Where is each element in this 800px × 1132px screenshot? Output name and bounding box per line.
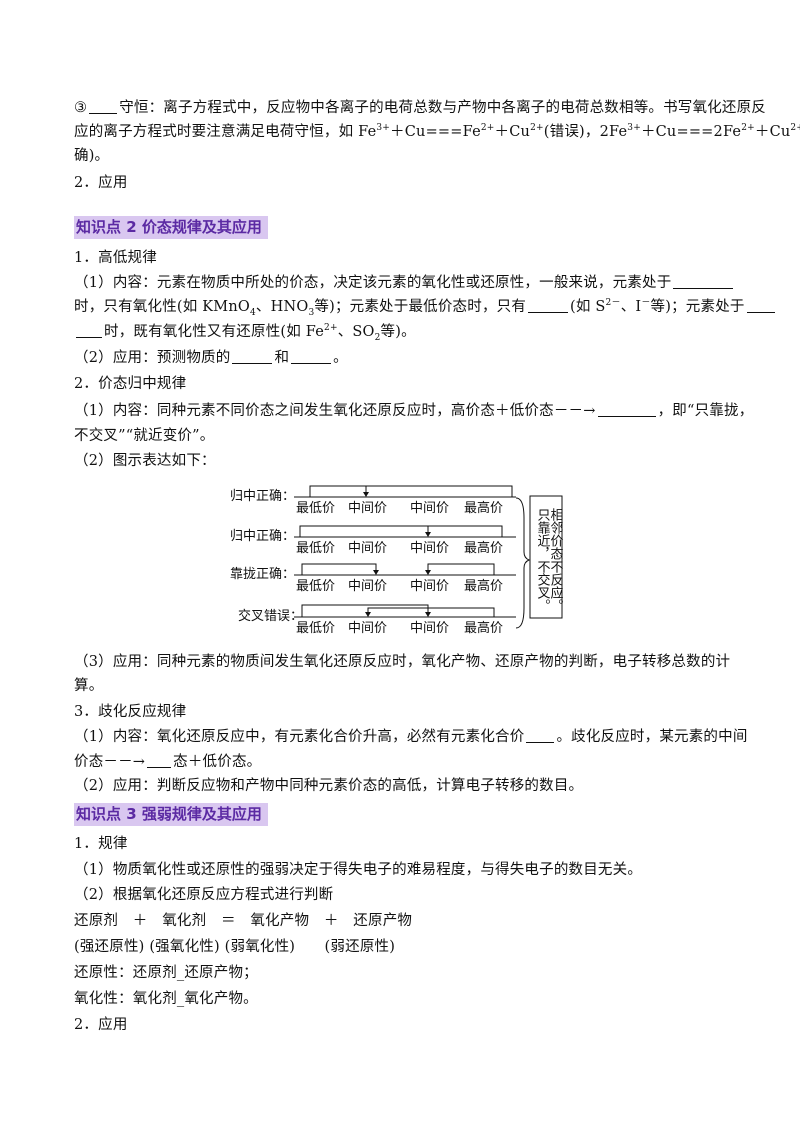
answer-blank[interactable] [526, 728, 555, 743]
high-low-rule-title: 1．高低规律 [74, 250, 157, 266]
diagram-row-4: 交叉错误： 最低价 中间价 中间价 最高价 [238, 604, 516, 636]
section-heading-3: 知识点 3 强弱规律及其应用 [74, 803, 268, 826]
note-box [529, 495, 563, 619]
diagram-row-2: 归中正确： 最低价 中间价 中间价 最高价 [230, 525, 516, 556]
strength-rule-line-2: （2）根据氧化还原反应方程式进行判断 [74, 887, 334, 903]
high-low-rule-line-3: 时，既有氧化性又有还原性(如 Fe2+、SO2等)。 [74, 322, 734, 342]
section-heading-2: 知识点 2 价态规律及其应用 [74, 216, 268, 239]
answer-blank[interactable] [147, 753, 172, 768]
valence-diagram: 归中正确： 最低价 中间价 中间价 最高价 归中正确： 最低价 中间价 中间价 … [230, 485, 564, 636]
convergence-rule-line-1: （1）内容：同种元素不同价态之间发生氧化还原反应时，高价态＋低价态－－→，即“只… [74, 402, 754, 419]
disproportionation-line-3: （2）应用：判断反应物和产物中同种元素价态的高低，计算电子转移的数目。 [74, 778, 584, 794]
diagram-brace [515, 497, 531, 629]
convergence-rule-line-2: 不交叉”“就近变价”。 [74, 428, 215, 444]
convergence-rule-line-3: （2）图示表达如下： [74, 453, 216, 469]
disproportionation-line-2: 价态－－→态＋低价态。 [74, 753, 262, 770]
note-text-2: 相邻价态不反应。 [548, 508, 564, 612]
paragraph-charge-conservation-2: 应的离子方程式时要注意满足电荷守恒，如 Fe3+＋Cu===Fe2+＋Cu2+(… [74, 123, 800, 140]
row-label: 归中正确： [230, 489, 295, 504]
tick-middle: 中间价 [348, 501, 387, 516]
tick-highest: 最高价 [464, 500, 503, 516]
answer-blank[interactable] [89, 99, 118, 114]
tick-middle: 中间价 [410, 541, 449, 556]
row-label: 交叉错误： [238, 608, 303, 624]
high-low-rule-line-2: 时，只有氧化性(如 KMnO4、HNO3等)；元素处于最低价态时，只有(如 S2… [74, 297, 775, 317]
row-label: 归中正确： [230, 529, 295, 544]
tick-highest: 最高价 [464, 578, 503, 594]
row-label: 靠拢正确： [230, 567, 295, 582]
tick-highest: 最高价 [464, 540, 503, 556]
high-low-rule-line-1: （1）内容：元素在物质中所处的价态，决定该元素的氧化性或还原性，一般来说，元素处… [74, 273, 734, 293]
reducibility-comparison: 还原性：还原剂_还原产物； [74, 965, 258, 981]
diagram-row-3: 靠拢正确： 最低价 中间价 中间价 最高价 [230, 563, 516, 594]
paragraph-charge-conservation-3: 确)。 [74, 148, 110, 164]
answer-blank[interactable] [291, 349, 332, 364]
answer-blank[interactable] [597, 402, 656, 417]
tick-lowest: 最低价 [296, 579, 335, 594]
tick-middle: 中间价 [348, 541, 387, 556]
tick-lowest: 最低价 [296, 501, 335, 516]
convergence-application-2: 算。 [74, 678, 104, 694]
answer-blank[interactable] [528, 298, 569, 313]
diagram-row-1: 归中正确： 最低价 中间价 中间价 最高价 [230, 485, 516, 516]
answer-blank[interactable] [673, 274, 734, 289]
redox-equation-annotations: (强还原性) (强氧化性) (弱氧化性) (弱还原性) [74, 939, 396, 955]
tick-middle: 中间价 [348, 621, 387, 636]
application-label-2: 2．应用 [74, 1017, 128, 1033]
tick-highest: 最高价 [464, 620, 503, 636]
oxidizability-comparison: 氧化性：氧化剂_氧化产物。 [74, 991, 258, 1007]
strength-rule-title: 1．规律 [74, 836, 128, 852]
answer-blank[interactable] [746, 298, 775, 313]
convergence-application-1: （3）应用：同种元素的物质间发生氧化还原反应时，氧化产物、还原产物的判断，电子转… [74, 654, 731, 670]
disproportionation-title: 3．歧化反应规律 [74, 704, 187, 720]
note-text-1: 只靠近，不交叉。 [535, 508, 551, 612]
tick-lowest: 最低价 [296, 541, 335, 556]
answer-blank[interactable] [76, 323, 102, 338]
tick-middle: 中间价 [348, 579, 387, 594]
application-label: 2．应用 [74, 175, 128, 191]
tick-middle: 中间价 [410, 621, 449, 636]
redox-equation: 还原剂 ＋ 氧化剂 ＝ 氧化产物 ＋ 还原产物 [74, 913, 413, 929]
tick-middle: 中间价 [410, 501, 449, 516]
tick-lowest: 最低价 [296, 621, 335, 636]
convergence-rule-title: 2．价态归中规律 [74, 376, 187, 392]
tick-middle: 中间价 [410, 579, 449, 594]
answer-blank[interactable] [232, 349, 273, 364]
disproportionation-line-1: （1）内容：氧化还原反应中，有元素化合价升高，必然有元素化合价。歧化反应时，某元… [74, 728, 748, 745]
high-low-rule-line-4: （2）应用：预测物质的和。 [74, 349, 348, 366]
strength-rule-line-1: （1）物质氧化性或还原性的强弱决定于得失电子的难易程度，与得失电子的数目无关。 [74, 862, 643, 878]
